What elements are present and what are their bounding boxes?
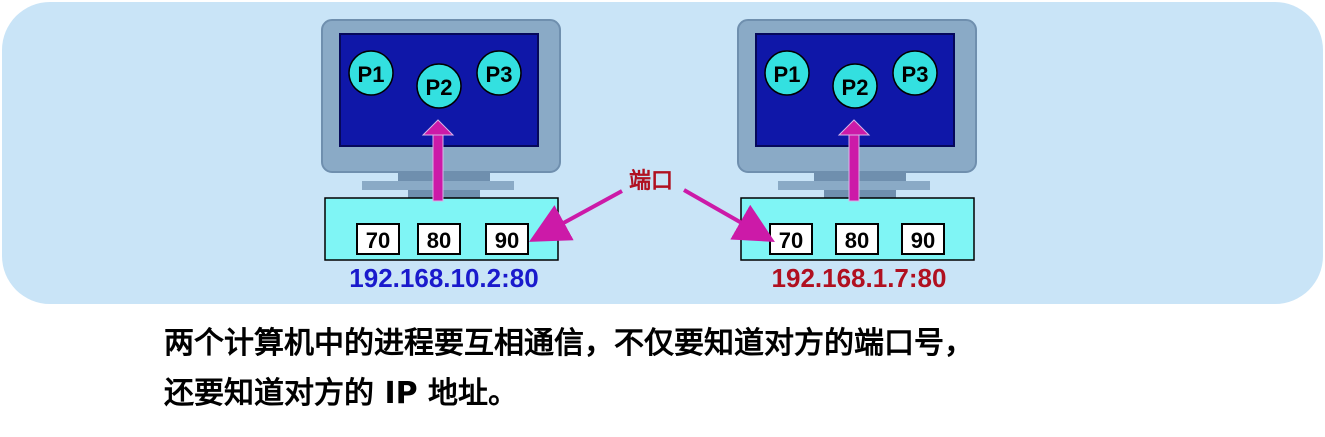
process-circle-icon [764,50,810,96]
host-computer-2: P1 P2 P3 70 80 90 192.168.1.7:80 [737,19,977,293]
process-label: P3 [486,62,513,87]
port-communication-diagram: P1 P2 P3 70 80 90 192.168.10.2:80 [321,19,977,293]
port-80: 80 [417,223,461,255]
port-number: 80 [845,228,869,253]
diagram-panel [2,2,1323,304]
process-circle-icon [832,63,878,109]
port-number: 80 [427,228,451,253]
port-90: 90 [485,223,529,255]
port-number: 90 [495,228,519,253]
up-arrow-icon [421,119,455,202]
port-number: 90 [911,228,935,253]
process-p3: P3 [892,50,938,96]
caption-line-1: 两个计算机中的进程要互相通信，不仅要知道对方的端口号， [164,326,974,361]
port-90: 90 [901,223,945,255]
process-p2: P2 [832,63,878,109]
pointer-arrow-icon [683,188,775,242]
port-label: 端口 [629,169,673,194]
process-label: P1 [774,62,801,87]
port-70: 70 [356,223,400,255]
process-circle-icon [348,50,394,96]
process-label: P1 [358,62,385,87]
pointer-arrow-icon [528,189,623,242]
port-70: 70 [769,223,813,255]
process-label: P2 [426,75,453,100]
process-circle-icon [416,63,462,109]
process-label: P3 [902,62,929,87]
port-number: 70 [366,228,390,253]
caption-line-2: 还要知道对方的 IP 地址。 [164,376,519,411]
process-circle-icon [892,50,938,96]
process-label: P2 [842,75,869,100]
host-address: 192.168.1.7:80 [772,263,947,293]
up-arrow-icon [837,119,871,202]
process-p3: P3 [476,50,522,96]
process-p2: P2 [416,63,462,109]
process-circle-icon [476,50,522,96]
port-80: 80 [835,223,879,255]
host-computer-1: P1 P2 P3 70 80 90 192.168.10.2:80 [321,19,561,293]
host-address: 192.168.10.2:80 [349,263,538,293]
process-p1: P1 [348,50,394,96]
port-number: 70 [779,228,803,253]
process-p1: P1 [764,50,810,96]
